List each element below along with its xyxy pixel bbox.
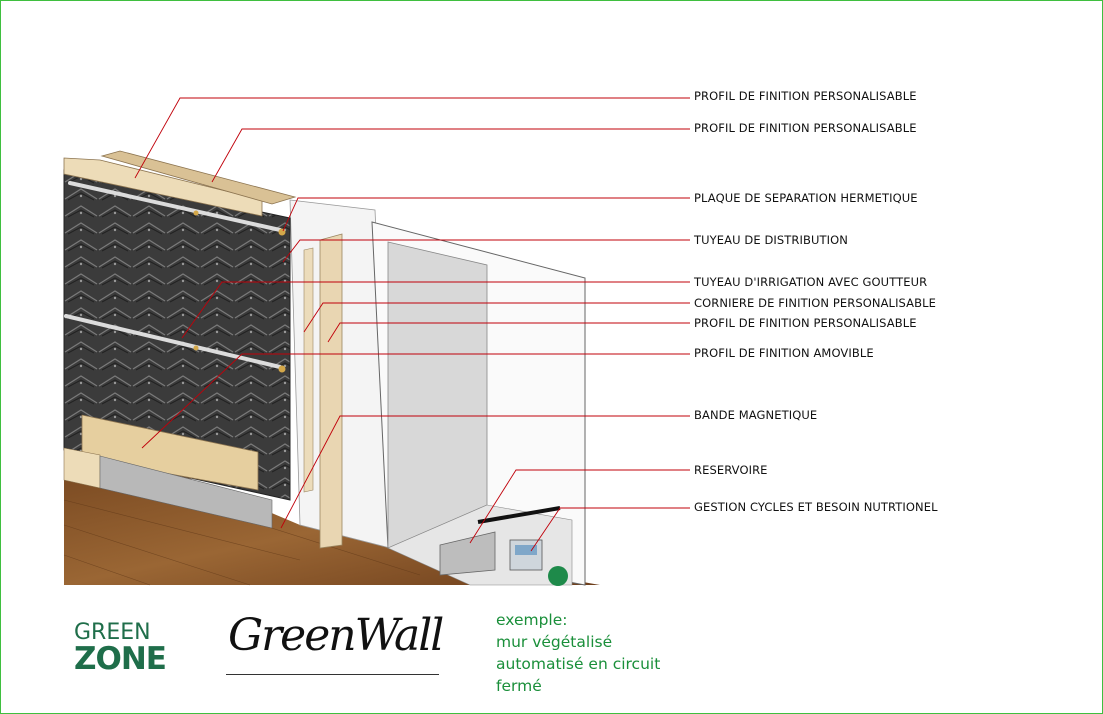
callout-corner-profile: CORNIERE DE FINITION PERSONALISABLE [694, 296, 937, 310]
callout-finishing-profile-2: PROFIL DE FINITION PERSONALISABLE [694, 121, 917, 135]
callout-finishing-profile-1: PROFIL DE FINITION PERSONALISABLE [694, 89, 917, 103]
callout-magnetic-strip: BANDE MAGNETIQUE [694, 408, 818, 422]
controller-screen [515, 545, 537, 555]
caption: exemple: mur végétalisé automatisé en ci… [496, 609, 660, 697]
caption-line-1: exemple: [496, 611, 568, 629]
leader-lines [134, 97, 690, 552]
profile-vertical-1 [319, 233, 343, 549]
callout-nutrition-management: GESTION CYCLES ET BESOIN NUTRTIONEL [694, 500, 938, 514]
callout-irrigation-pipe: TUYEAU D'IRRIGATION AVEC GOUTTEUR [694, 275, 928, 289]
callout-distribution-pipe: TUYEAU DE DISTRIBUTION [694, 233, 848, 247]
pump [548, 566, 568, 586]
logo-text-green: GREEN [74, 620, 151, 645]
callout-removable-profile: PROFIL DE FINITION AMOVIBLE [694, 346, 874, 360]
callout-finishing-profile-3: PROFIL DE FINITION PERSONALISABLE [694, 316, 917, 330]
top-profile-2 [100, 150, 297, 205]
caption-line-4: fermé [496, 677, 542, 695]
caption-line-2: mur végétalisé [496, 633, 613, 651]
reservoir-tank [439, 531, 496, 576]
pipe [477, 506, 561, 524]
brand-underline [226, 674, 439, 675]
brand-title: GreenWall [228, 610, 444, 661]
caption-line-3: automatisé en circuit [496, 655, 661, 673]
removable-profile [81, 414, 259, 491]
distribution-pipes [64, 181, 282, 369]
callout-separation-plate: PLAQUE DE SEPARATION HERMETIQUE [694, 191, 918, 205]
logo-text-zone: ZONE [74, 641, 167, 677]
profile-vertical-2 [303, 247, 314, 493]
greenzone-logo: GREEN ZONE [74, 620, 184, 677]
callout-reservoir: RESERVOIRE [694, 463, 768, 477]
cabinet-door [387, 241, 488, 549]
top-profile-1 [63, 157, 263, 217]
drain-tray [99, 455, 273, 529]
